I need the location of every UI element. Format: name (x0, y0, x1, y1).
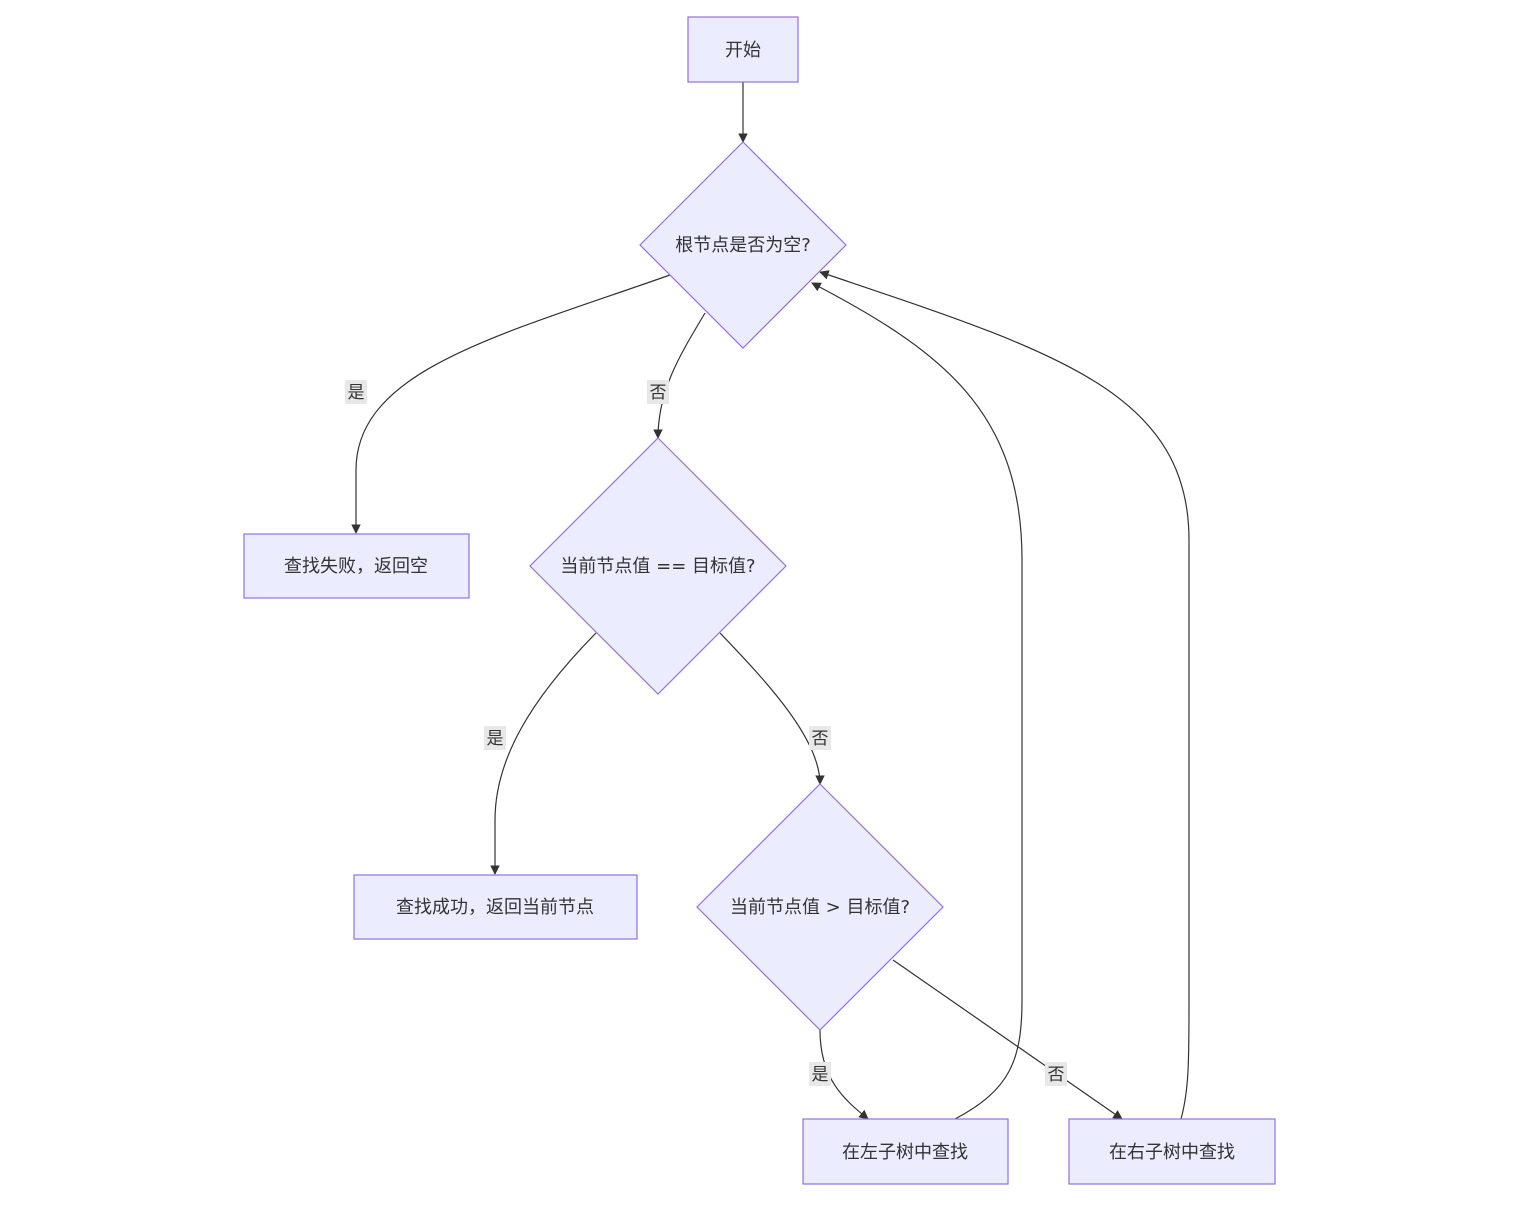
svg-text:是: 是 (348, 383, 365, 403)
edge-label-root-empty-no: 否 (647, 380, 669, 404)
edge-label-greater-yes: 是 (809, 1062, 831, 1086)
node-start: 开始 (687, 16, 799, 83)
svg-text:查找失败，返回空: 查找失败，返回空 (284, 556, 428, 577)
edge-label-equal-no: 否 (809, 726, 831, 750)
edge-label-root-empty-yes: 是 (345, 380, 367, 404)
decision-value-equal: 当前节点值 == 目标值? (529, 437, 787, 695)
svg-text:否: 否 (812, 729, 829, 749)
edge-left-loop-back (811, 282, 1023, 1120)
node-found: 查找成功，返回当前节点 (353, 874, 638, 940)
node-not-found: 查找失败，返回空 (243, 533, 470, 599)
svg-text:否: 否 (650, 383, 667, 403)
svg-text:是: 是 (487, 729, 504, 749)
svg-text:是: 是 (812, 1065, 829, 1085)
edge-root-check-yes (351, 274, 671, 534)
edge-label-equal-yes: 是 (484, 726, 506, 750)
edge-equal-no (719, 632, 825, 785)
svg-text:根节点是否为空?: 根节点是否为空? (675, 235, 811, 256)
decision-root-empty: 根节点是否为空? (639, 141, 847, 349)
edge-equal-yes (490, 632, 597, 875)
node-search-left: 在左子树中查找 (802, 1118, 1009, 1185)
edge-right-loop-back (819, 270, 1190, 1120)
edge-greater-yes (819, 1029, 869, 1120)
svg-text:否: 否 (1048, 1065, 1065, 1085)
svg-text:在左子树中查找: 在左子树中查找 (842, 1142, 968, 1163)
edge-greater-no (892, 959, 1123, 1120)
svg-text:在右子树中查找: 在右子树中查找 (1109, 1142, 1235, 1163)
edge-label-greater-no: 否 (1045, 1062, 1067, 1086)
edge-root-check-no (653, 312, 706, 439)
decision-value-greater: 当前节点值 > 目标值? (696, 783, 944, 1031)
svg-text:当前节点值 == 目标值?: 当前节点值 == 目标值? (560, 556, 755, 577)
svg-text:查找成功，返回当前节点: 查找成功，返回当前节点 (396, 897, 594, 918)
svg-text:开始: 开始 (725, 40, 761, 61)
node-search-right: 在右子树中查找 (1068, 1118, 1276, 1185)
svg-text:当前节点值 > 目标值?: 当前节点值 > 目标值? (730, 897, 910, 918)
